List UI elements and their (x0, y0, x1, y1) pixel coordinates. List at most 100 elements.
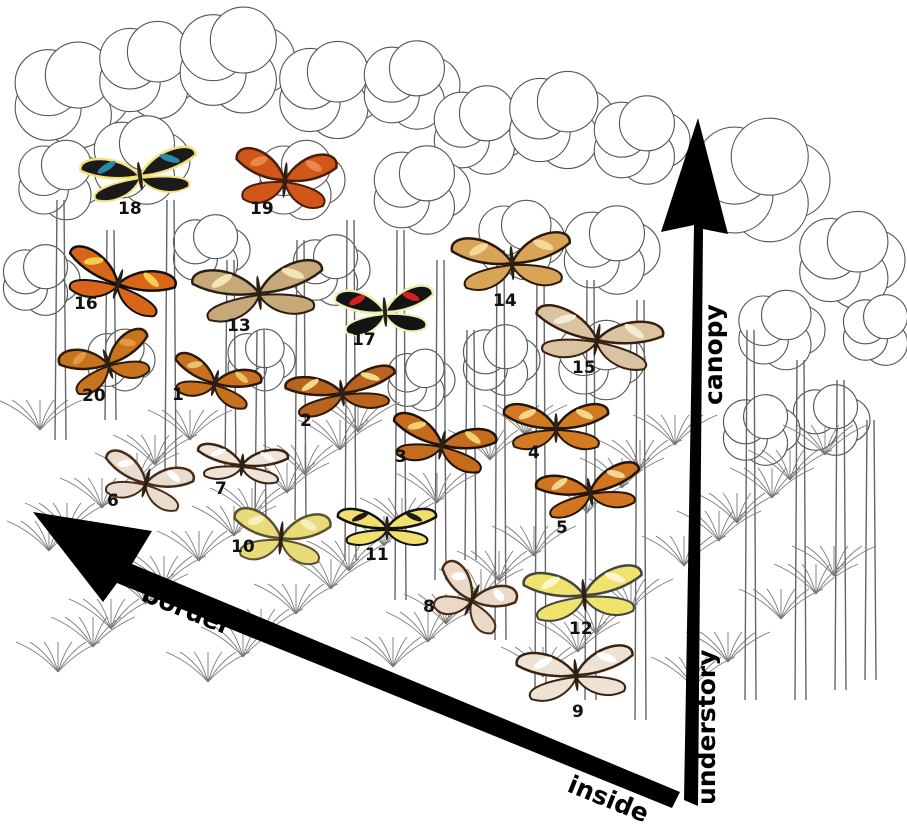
forewing-right (137, 145, 197, 178)
hindwing-right (144, 483, 180, 512)
butterfly-body (438, 430, 446, 460)
butterfly-5 (534, 461, 641, 519)
hindwing-left (68, 278, 120, 298)
butterfly-body (211, 369, 219, 397)
butterfly-label-18: 18 (118, 199, 142, 219)
wing-spot-right (166, 470, 181, 482)
butterfly-3 (392, 411, 498, 474)
butterfly-label-16: 16 (74, 294, 98, 314)
forewing-left (174, 351, 217, 385)
wing-spot-right (143, 272, 159, 288)
butterfly-body (586, 477, 594, 507)
butterfly-16 (68, 245, 177, 318)
axis-label-understory: understory (692, 650, 721, 805)
hindwing-right (240, 465, 280, 485)
butterfly-4 (502, 402, 610, 451)
hindwing-right (340, 392, 390, 409)
hindwing-right (116, 284, 158, 318)
wing-spot-left (551, 477, 568, 490)
wing-spot-right (606, 469, 625, 479)
butterfly-body (141, 468, 151, 498)
butterfly-body (278, 521, 284, 555)
wing-spot-right (624, 323, 644, 339)
butterfly-body (593, 323, 601, 357)
butterfly-label-10: 10 (231, 537, 255, 557)
butterfly-10 (233, 506, 332, 565)
wing-spot-right (300, 519, 317, 531)
hindwing-left (105, 480, 148, 499)
butterfly-11 (336, 507, 438, 546)
hindwing-left (241, 180, 287, 204)
hindwing-left (528, 675, 578, 702)
butterfly-label-3: 3 (395, 447, 407, 467)
butterfly-label-12: 12 (569, 619, 593, 639)
hindwing-left (535, 595, 586, 622)
wing-spot-right (281, 267, 305, 279)
hindwing-right (138, 175, 191, 193)
wing-spot-right (119, 338, 136, 347)
hindwing-right (582, 595, 635, 616)
hindwing-right (595, 340, 648, 371)
wing-spot-left (301, 378, 319, 391)
wing-spot-right (575, 409, 594, 420)
forewing-right (588, 461, 641, 494)
hindwing-left (549, 492, 592, 519)
butterfly-body (137, 161, 143, 191)
wing-spot-left (518, 409, 537, 420)
tree-crowns (2, 6, 907, 466)
butterfly-body (554, 413, 558, 443)
hindwing-right (510, 263, 563, 287)
butterfly-18 (79, 145, 197, 203)
butterfly-14 (450, 231, 571, 291)
wing-spot-left (72, 351, 87, 365)
butterfly-20 (57, 327, 151, 396)
wing-spot-left (250, 156, 268, 167)
hindwing-left (203, 465, 244, 480)
wing-spot-left (349, 294, 366, 306)
butterfly-label-8: 8 (423, 597, 435, 617)
forewing-right (106, 327, 149, 366)
hindwing-right (554, 428, 600, 451)
butterfly-body (382, 297, 388, 327)
hindwing-right (106, 360, 151, 379)
hindwing-left (206, 293, 261, 323)
understory-canopy-arrow (661, 118, 728, 806)
butterfly-6 (104, 449, 195, 512)
butterfly-body (102, 349, 114, 379)
wing-spot-right (533, 239, 554, 251)
hindwing-right (257, 293, 316, 315)
wing-spot-right (465, 431, 481, 444)
hindwing-left (463, 263, 514, 291)
wing-spot-right (260, 452, 275, 462)
butterfly-label-11: 11 (365, 545, 389, 565)
forewing-left (392, 411, 444, 447)
wing-spot-left (117, 459, 134, 468)
butterfly-12 (522, 564, 643, 622)
butterfly-body (581, 578, 587, 612)
butterfly-label-19: 19 (250, 199, 274, 219)
butterfly-body (239, 453, 245, 477)
butterfly-label-13: 13 (227, 316, 251, 336)
wing-spot-right (159, 154, 180, 163)
butterfly-1 (174, 351, 263, 410)
wing-spot-left (451, 572, 467, 581)
butterfly-body (112, 269, 124, 299)
wing-spot-left (211, 273, 233, 288)
forewing-left (68, 245, 120, 286)
butterfly-label-9: 9 (572, 702, 584, 722)
wing-spot-left (540, 576, 560, 590)
butterfly-label-7: 7 (215, 479, 227, 499)
hindwing-right (213, 383, 248, 410)
wing-spot-left (469, 243, 489, 256)
butterfly-8 (432, 559, 519, 635)
wing-spot-right (305, 160, 322, 172)
wing-spot-right (360, 372, 380, 381)
hindwing-right (383, 312, 428, 333)
hindwing-left (541, 338, 599, 359)
butterfly-body (282, 162, 288, 198)
wing-spot-right (493, 588, 505, 601)
hindwing-left (344, 312, 387, 336)
forewing-right (469, 584, 519, 608)
butterfly-label-15: 15 (572, 358, 596, 378)
